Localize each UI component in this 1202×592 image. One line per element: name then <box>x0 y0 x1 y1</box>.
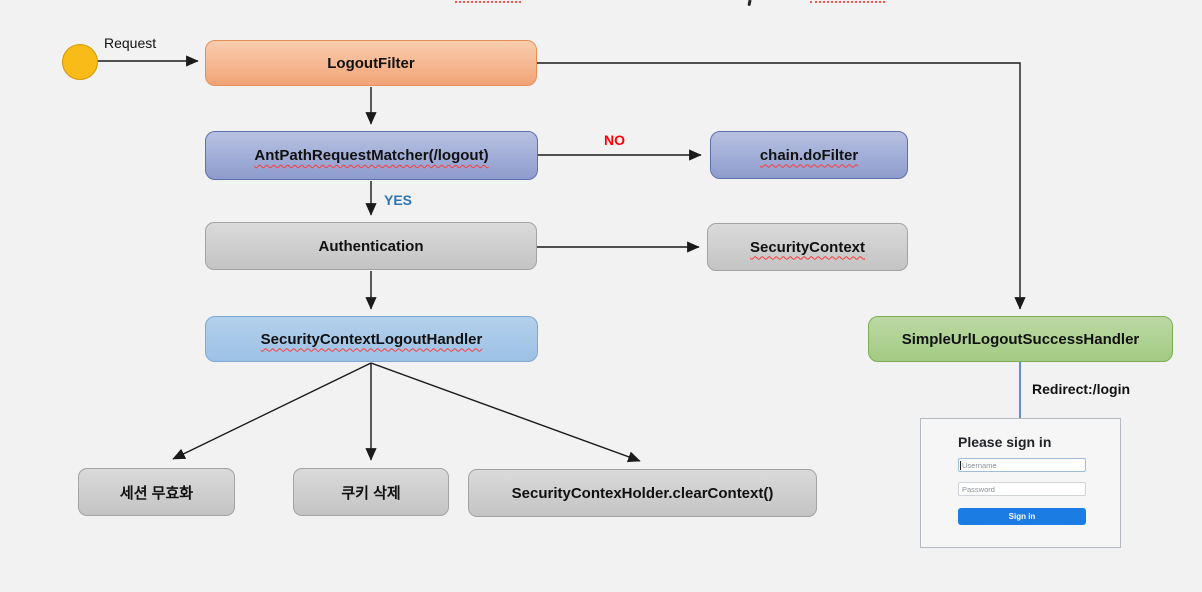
node-security-context: SecurityContext <box>707 223 908 271</box>
node-clear-context: SecurityContexHolder.clearContext() <box>468 469 817 517</box>
redirect-login-label: Redirect:/login <box>1032 381 1131 397</box>
node-session-invalidation: 세션 무효화 <box>78 468 235 516</box>
node-security-context-logout-handler: SecurityContextLogoutHandler <box>205 316 538 362</box>
spellcheck-squiggle <box>455 0 521 3</box>
password-input[interactable] <box>958 482 1086 496</box>
login-heading: Please sign in <box>958 434 1052 450</box>
node-cookie-deletion-label: 쿠키 삭제 <box>341 484 401 502</box>
no-branch-label: NO <box>604 132 625 148</box>
text-cursor <box>960 461 961 470</box>
node-ant-path-request-matcher: AntPathRequestMatcher(/logout) <box>205 131 538 180</box>
node-authentication-label: Authentication <box>318 237 424 255</box>
node-cookie-deletion: 쿠키 삭제 <box>293 468 449 516</box>
sign-in-button[interactable]: Sign in <box>958 508 1086 525</box>
node-ant-path-request-matcher-label: AntPathRequestMatcher(/logout) <box>254 147 489 164</box>
start-node-circle <box>62 44 98 80</box>
yes-branch-label: YES <box>384 192 413 208</box>
username-input[interactable] <box>958 458 1086 472</box>
node-logout-filter-label: LogoutFilter <box>327 54 415 72</box>
node-clear-context-label: SecurityContexHolder.clearContext() <box>511 484 774 502</box>
node-security-context-logout-handler-label: SecurityContextLogoutHandler <box>260 330 483 348</box>
node-security-context-label: SecurityContext <box>749 238 866 256</box>
node-session-invalidation-label: 세션 무효화 <box>119 484 194 502</box>
node-simple-url-logout-success-handler: SimpleUrlLogoutSuccessHandler <box>868 316 1173 362</box>
node-authentication: Authentication <box>205 222 537 270</box>
login-form-panel: Please sign in Sign in <box>920 418 1121 548</box>
node-chain-dofilter: chain.doFilter <box>710 131 908 179</box>
node-simple-url-logout-success-handler-label: SimpleUrlLogoutSuccessHandler <box>901 330 1140 348</box>
spellcheck-squiggle <box>810 0 885 3</box>
node-chain-dofilter-label: chain.doFilter <box>759 146 859 164</box>
node-logout-filter: LogoutFilter <box>205 40 537 86</box>
request-label: Request <box>104 35 157 51</box>
